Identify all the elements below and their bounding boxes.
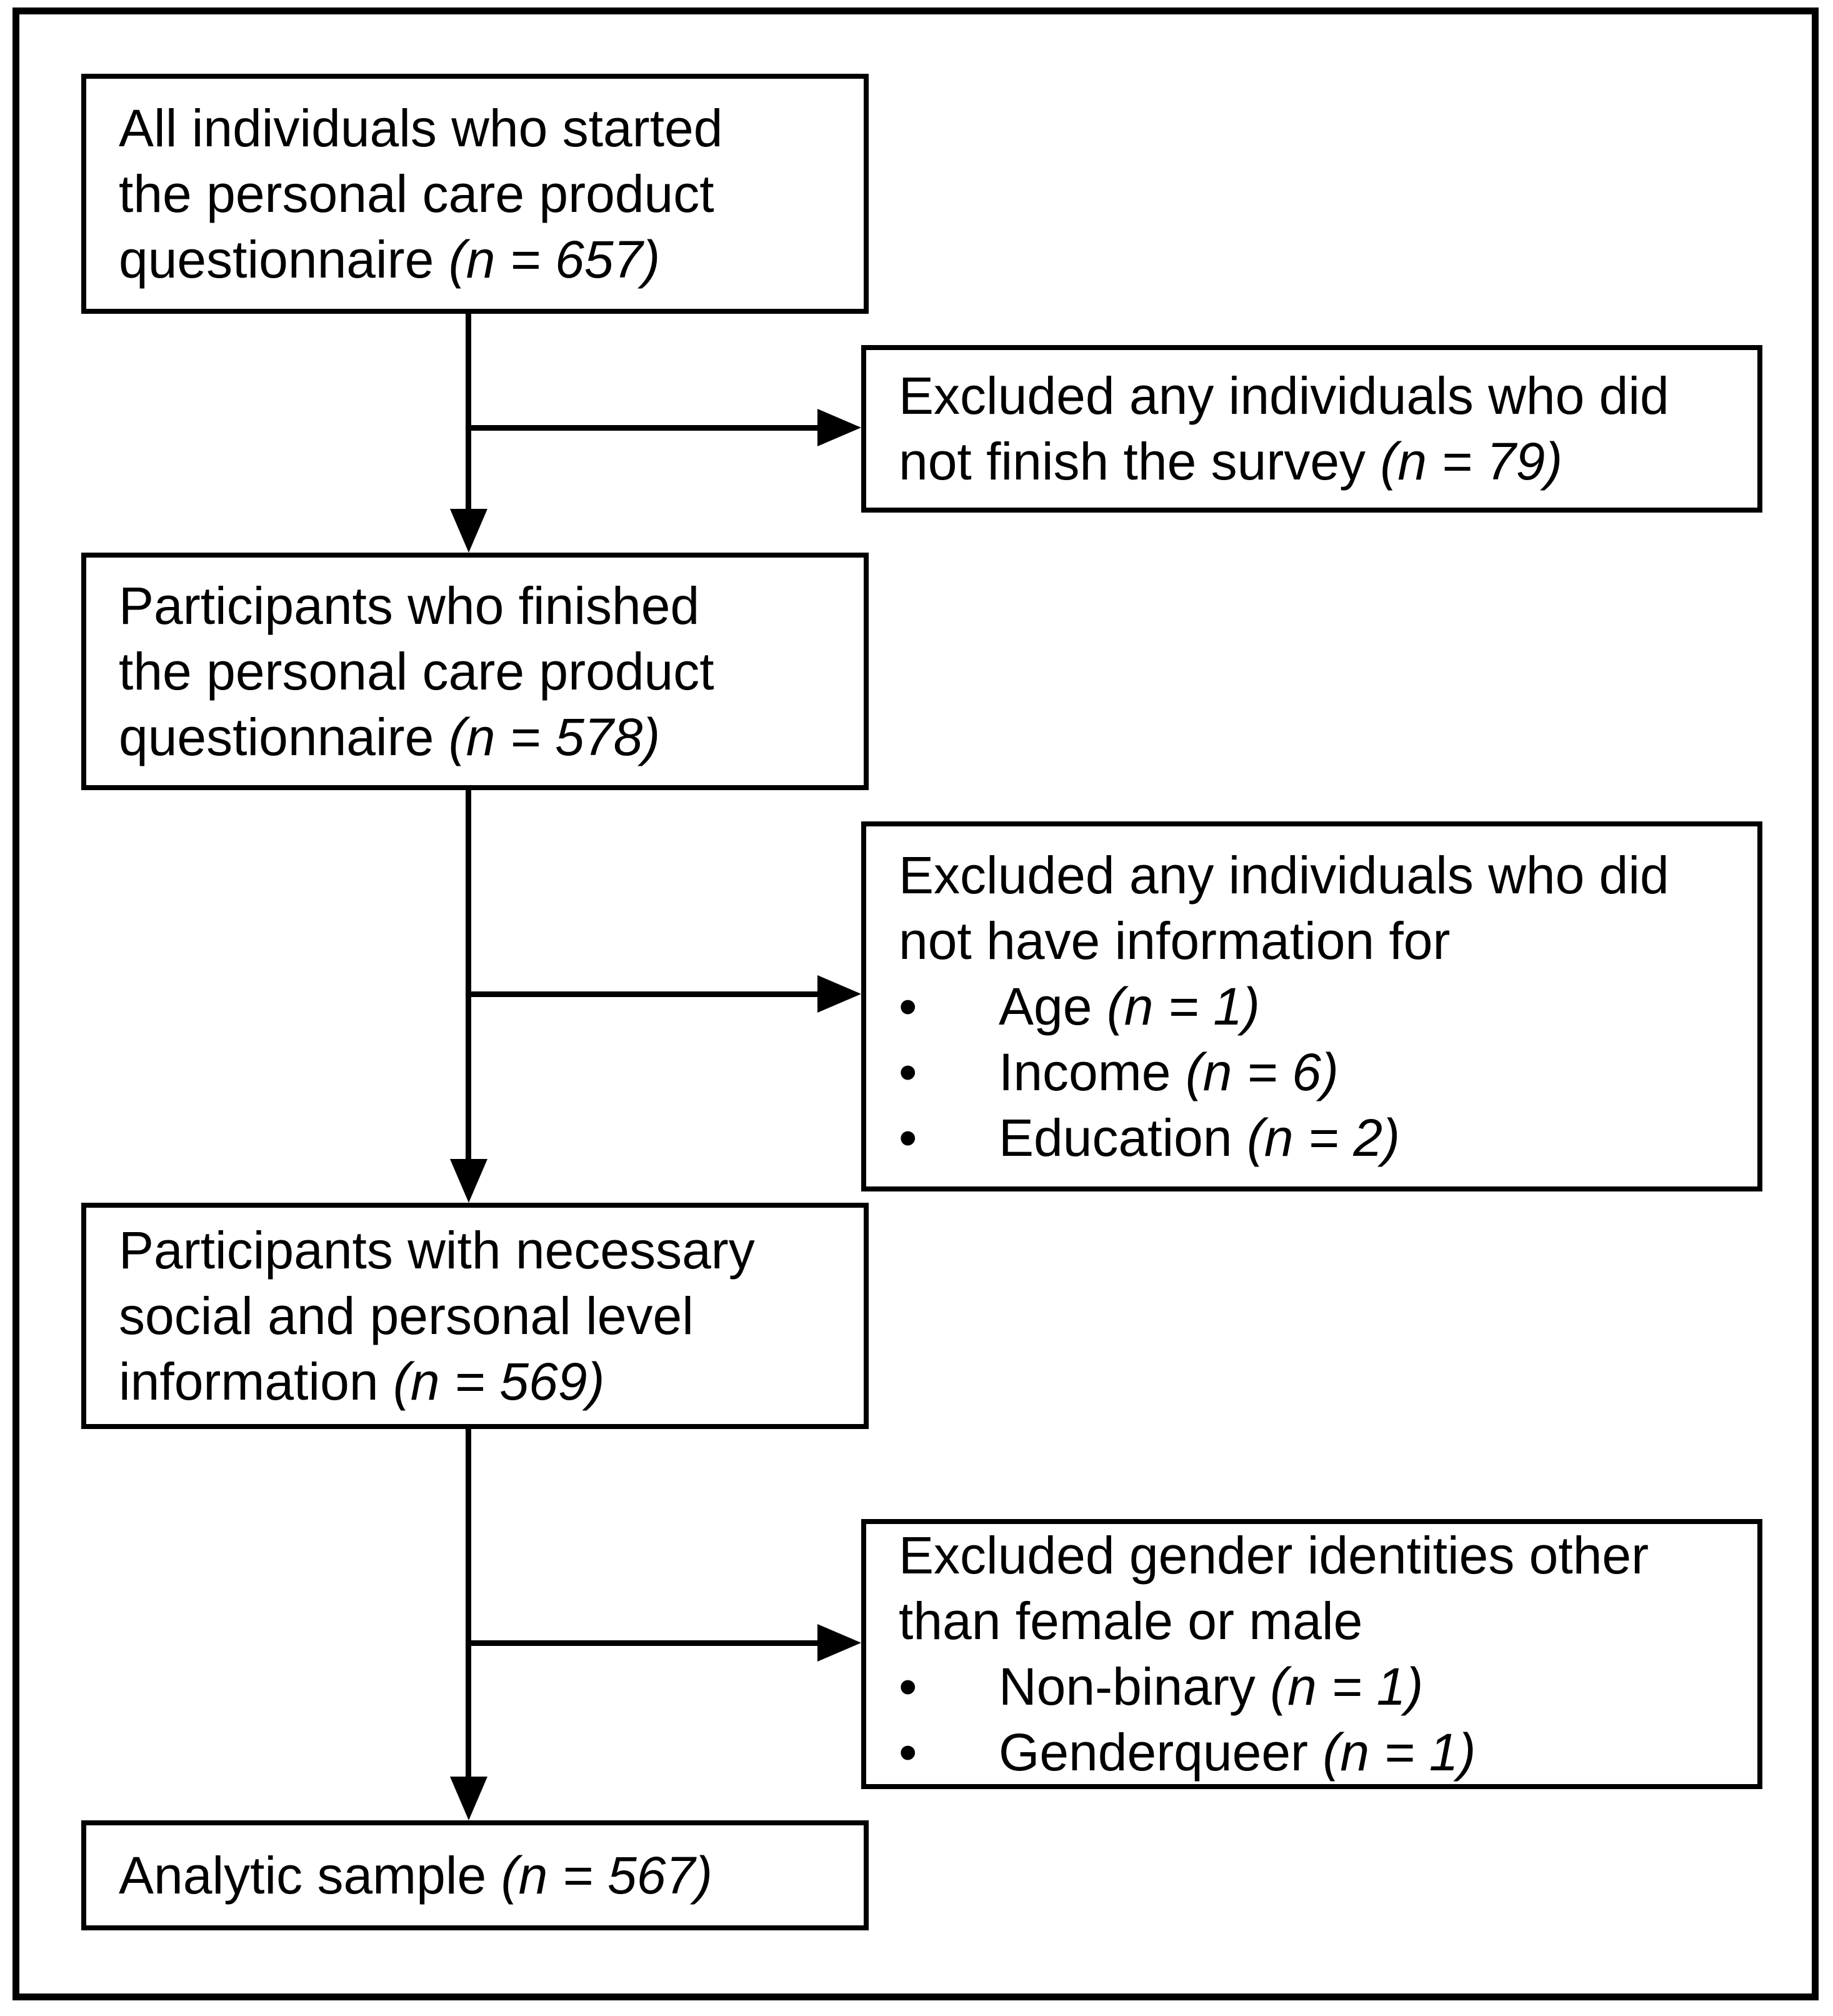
box-text-line: than female or male	[899, 1592, 1363, 1650]
box-text-line: Participants with necessary	[119, 1220, 755, 1280]
bullet-marker: •	[899, 1657, 917, 1716]
diagram-outer-frame	[12, 8, 1819, 2000]
bullet-marker: •	[899, 1723, 917, 1782]
bullet-text: Education (n = 2)	[999, 1108, 1401, 1167]
box-text-line: All individuals who started	[119, 98, 723, 158]
box-text-line: the personal care product	[119, 164, 714, 223]
bullet-text: Age (n = 1)	[999, 976, 1260, 1036]
box-text-line: questionnaire (n = 657)	[119, 229, 661, 289]
bullet-marker: •	[899, 976, 917, 1036]
connector-horizontal-line	[466, 1640, 819, 1646]
bullet-item-income: • Income (n = 6)	[899, 1040, 1739, 1105]
arrowhead-right-icon	[817, 409, 861, 446]
box-text-line: Excluded any individuals who did	[899, 366, 1669, 425]
arrowhead-down-icon	[450, 1159, 487, 1203]
box-text-line: Participants who finished	[119, 576, 700, 635]
connector-vertical-line	[466, 788, 471, 1161]
box-participants-finished: Participants who finished the personal c…	[81, 553, 869, 790]
arrowhead-right-icon	[817, 975, 861, 1013]
bullet-text: Non-binary (n = 1)	[999, 1657, 1424, 1716]
box-text-line: not finish the survey (n = 79)	[899, 432, 1563, 491]
bullet-marker: •	[899, 1042, 917, 1101]
bullet-text: Income (n = 6)	[999, 1042, 1339, 1101]
arrowhead-down-icon	[450, 509, 487, 553]
arrowhead-down-icon	[450, 1777, 487, 1820]
box-text-line: information (n = 569)	[119, 1352, 605, 1411]
bullet-item-genderqueer: • Genderqueer (n = 1)	[899, 1720, 1739, 1785]
connector-vertical-line	[466, 311, 471, 511]
box-text-line: social and personal level	[119, 1286, 694, 1345]
box-excluded-gender-identities: Excluded gender identities other than fe…	[861, 1519, 1762, 1789]
box-text-line: Excluded gender identities other	[899, 1526, 1649, 1585]
box-participants-necessary-information: Participants with necessary social and p…	[81, 1203, 869, 1429]
connector-vertical-line	[466, 1427, 471, 1779]
bullet-item-non-binary: • Non-binary (n = 1)	[899, 1654, 1739, 1720]
bullet-marker: •	[899, 1108, 917, 1167]
bullet-text: Genderqueer (n = 1)	[999, 1723, 1476, 1782]
bullet-item-education: • Education (n = 2)	[899, 1105, 1739, 1171]
box-text-line: questionnaire (n = 578)	[119, 707, 661, 766]
box-text-line: Excluded any individuals who did	[899, 845, 1669, 905]
box-text-line: not have information for	[899, 911, 1451, 970]
box-all-individuals-started: All individuals who started the personal…	[81, 74, 869, 314]
box-text-line: Analytic sample (n = 567)	[119, 1845, 713, 1905]
box-analytic-sample: Analytic sample (n = 567)	[81, 1820, 869, 1930]
box-excluded-missing-information: Excluded any individuals who did not hav…	[861, 821, 1762, 1191]
arrowhead-right-icon	[817, 1624, 861, 1662]
bullet-item-age: • Age (n = 1)	[899, 974, 1739, 1040]
box-text-line: the personal care product	[119, 641, 714, 701]
box-excluded-not-finish-survey: Excluded any individuals who did not fin…	[861, 345, 1762, 513]
connector-horizontal-line	[466, 425, 819, 431]
connector-horizontal-line	[466, 991, 819, 997]
